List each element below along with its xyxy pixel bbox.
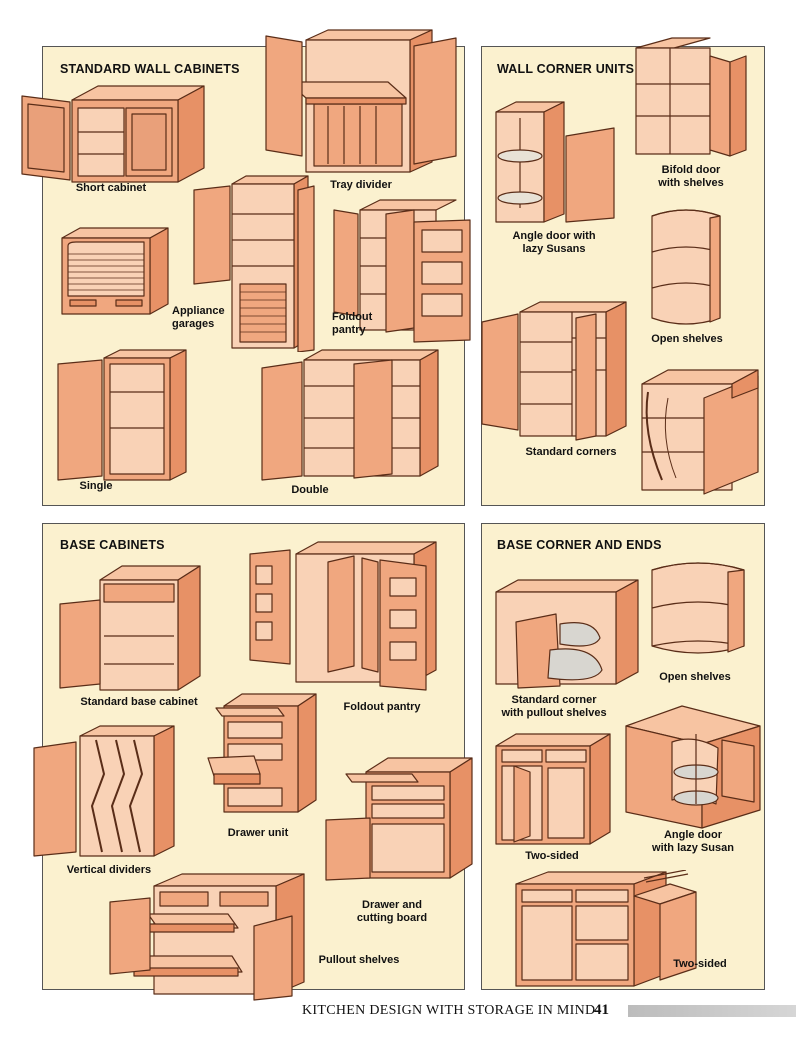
footer-decorative-bar: [628, 1005, 796, 1017]
open-shelves-wall-illustration: [651, 209, 721, 325]
caption-double: Double: [291, 484, 329, 496]
drawer-unit-illustration: [207, 693, 317, 813]
caption-foldout-pantry-base: Foldout pantry: [343, 701, 421, 713]
pullout-shelves-illustration: [109, 873, 305, 1001]
caption-bifold-door: Bifold door with shelves: [658, 164, 724, 189]
angle-door-lazy-susan-base-illustration: [625, 705, 761, 829]
caption-two-sided-2: Two-sided: [673, 958, 727, 970]
panel-title-base: BASE CABINETS: [60, 538, 165, 552]
standard-base-cabinet-illustration: [59, 565, 201, 691]
caption-tray-divider: Tray divider: [330, 179, 392, 191]
two-sided-2-illustration: [515, 870, 697, 987]
foldout-pantry-wall-illustration: [333, 199, 471, 343]
appliance-garage-illustration: [61, 227, 169, 315]
caption-angle-door-lazy-susan-base: Angle door with lazy Susan: [652, 829, 734, 854]
caption-appliance-garages: Appliance garages: [172, 305, 225, 330]
short-cabinet-illustration: [21, 85, 205, 183]
vertical-dividers-illustration: [33, 725, 175, 857]
caption-short-cabinet: Short cabinet: [75, 182, 147, 194]
single-cabinet-illustration: [57, 349, 187, 481]
tray-divider-illustration: [265, 29, 457, 173]
two-sided-1-illustration: [495, 733, 611, 845]
foldout-pantry-base-illustration: [249, 541, 437, 691]
caption-pullout-shelves: Pullout shelves: [318, 954, 400, 966]
caption-standard-corners: Standard corners: [525, 446, 617, 458]
caption-drawer-unit: Drawer unit: [227, 827, 289, 839]
angle-door-lazy-susan-illustration: [495, 101, 615, 223]
bifold-door-illustration: [635, 37, 747, 157]
tall-cabinet-illustration: [193, 175, 315, 352]
double-cabinet-illustration: [261, 349, 439, 481]
corner-curved-door-illustration: [641, 369, 759, 495]
caption-angle-door-lazy-susans: Angle door with lazy Susans: [512, 230, 596, 255]
caption-drawer-cutting-board: Drawer and cutting board: [356, 899, 428, 924]
caption-vertical-dividers: Vertical dividers: [66, 864, 152, 876]
panel-title-base-corner: BASE CORNER AND ENDS: [497, 538, 662, 552]
page-number: 41: [594, 1002, 609, 1018]
caption-open-shelves-base: Open shelves: [659, 671, 731, 683]
caption-two-sided-1: Two-sided: [525, 850, 579, 862]
standard-corner-pullout-illustration: [495, 579, 639, 689]
standard-corners-illustration: [481, 301, 627, 441]
panel-title-wall-corner: WALL CORNER UNITS: [497, 62, 635, 76]
drawer-cutting-board-illustration: [325, 757, 473, 881]
footer-running-title: KITCHEN DESIGN WITH STORAGE IN MIND: [302, 1003, 596, 1018]
caption-standard-corner-pullout: Standard corner with pullout shelves: [501, 694, 607, 719]
caption-standard-base-cabinet: Standard base cabinet: [80, 696, 198, 708]
panel-title-standard-wall: STANDARD WALL CABINETS: [60, 62, 240, 76]
caption-single: Single: [79, 480, 113, 492]
open-shelves-base-illustration: [651, 562, 745, 654]
caption-open-shelves-wall: Open shelves: [651, 333, 723, 345]
caption-foldout-pantry-wall: Foldout pantry: [332, 311, 373, 336]
